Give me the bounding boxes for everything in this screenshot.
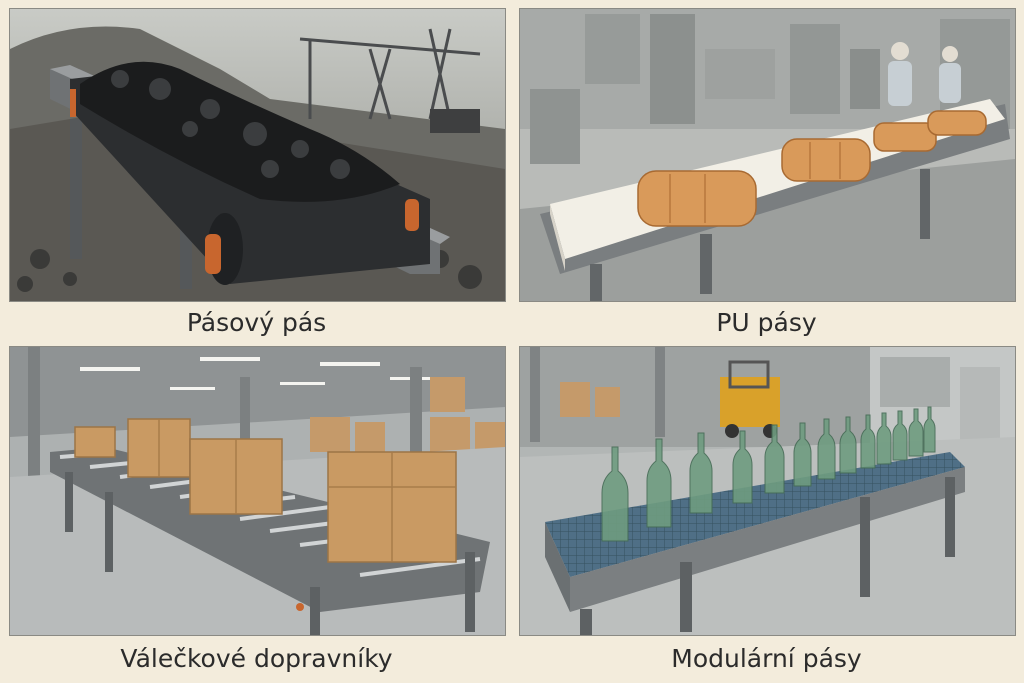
caption-pu-belt: PU pásy (716, 308, 817, 337)
panel-modular-belt (519, 346, 1016, 636)
caption-rubber-belt: Pásový pás (186, 308, 327, 337)
rubber-belt-illustration (10, 9, 505, 301)
caption-modular-belt: Modulární pásy (671, 644, 862, 673)
panel-pu-belt (519, 8, 1016, 302)
caption-roller-conveyor: Válečkové dopravníky (120, 644, 393, 673)
roller-conveyor-illustration (10, 347, 505, 635)
panel-rubber-belt (9, 8, 506, 302)
pu-belt-illustration (520, 9, 1015, 301)
panel-roller-conveyor (9, 346, 506, 636)
modular-belt-illustration (520, 347, 1015, 635)
